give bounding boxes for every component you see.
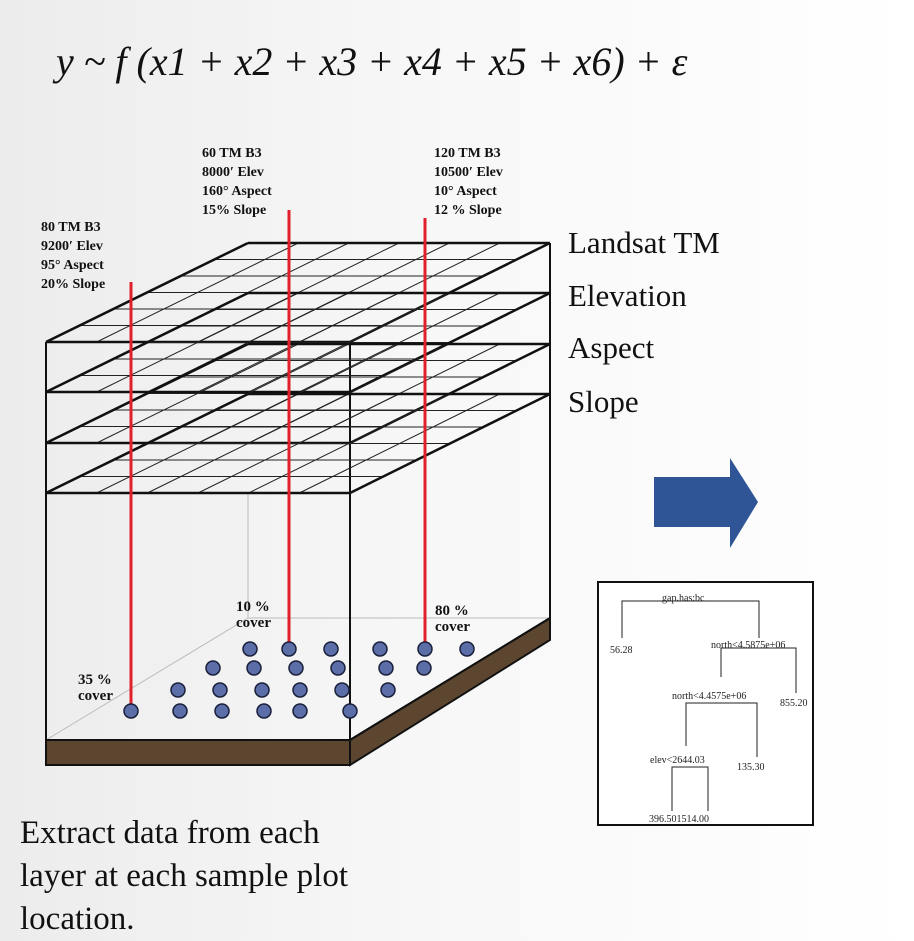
sample-plot-dot xyxy=(242,641,258,657)
sample-plot-dot xyxy=(416,660,432,676)
regression-tree-lines xyxy=(621,600,797,811)
sample-lines xyxy=(129,210,427,710)
sample-plot-dot xyxy=(170,682,186,698)
tree-leaf-135: 135.30 xyxy=(737,762,765,773)
layer-label-aspect: Aspect xyxy=(568,330,655,365)
grid-line xyxy=(349,291,551,394)
grid-line xyxy=(45,241,249,344)
tree-leaf-855: 855.20 xyxy=(780,698,808,709)
cover-pct: 35 % xyxy=(78,672,112,688)
sample-plot-dot xyxy=(123,703,139,719)
sample-plot-dot xyxy=(378,660,394,676)
sample-band: 120 TM B3 xyxy=(434,146,501,161)
sample-label-left: 80 TM B3 9200′ Elev 95° Aspect 20% Slope xyxy=(41,218,105,294)
sample-plot-dot xyxy=(380,682,396,698)
sample-aspect: 95° Aspect xyxy=(41,258,104,273)
layer-label-landsat: Landsat TM xyxy=(568,225,720,260)
caption-line: Extract data from each xyxy=(20,815,320,851)
sample-plot-dot xyxy=(342,703,358,719)
sample-plot-dot xyxy=(334,682,350,698)
sample-plot-dot xyxy=(172,703,188,719)
sample-elev: 10500′ Elev xyxy=(434,165,503,180)
cube-back-edges xyxy=(45,494,550,741)
grid-line xyxy=(45,392,249,495)
grid-line xyxy=(299,292,500,393)
cover-label-10: 10 % cover xyxy=(236,599,271,631)
tree-leaf-bottom: 396.501514.00 xyxy=(649,814,709,825)
grid-line xyxy=(299,393,500,494)
sample-plot-dot xyxy=(246,660,262,676)
layer-label-slope: Slope xyxy=(568,384,639,419)
tree-split-north-2: north<4.4575e+06 xyxy=(672,691,747,702)
regression-tree-panel: gap.has:bc 56.28 north<4.5875e+06 north<… xyxy=(597,581,814,826)
sample-band: 60 TM B3 xyxy=(202,146,262,161)
sample-plot-dot xyxy=(256,703,272,719)
sample-plot-dot xyxy=(417,641,433,657)
sample-plot-dot xyxy=(281,641,297,657)
sample-elev: 9200′ Elev xyxy=(41,239,103,254)
caption-line: location. xyxy=(20,901,135,937)
sample-plot-dot xyxy=(292,703,308,719)
caption: Extract data from each layer at each sam… xyxy=(20,812,490,941)
layer-label-elevation: Elevation xyxy=(568,278,687,313)
cover-word: cover xyxy=(236,615,271,631)
sample-plot-dot xyxy=(205,660,221,676)
tree-leaf-left: 56.28 xyxy=(610,645,633,656)
sample-plot-dot xyxy=(288,660,304,676)
sample-plot-dot xyxy=(292,682,308,698)
sample-plot-dot xyxy=(254,682,270,698)
sample-band: 80 TM B3 xyxy=(41,220,101,235)
sample-plot-dot xyxy=(459,641,475,657)
cover-pct: 10 % xyxy=(236,599,270,615)
tree-split-elev: elev<2644.03 xyxy=(650,755,705,766)
sample-slope: 15% Slope xyxy=(202,203,267,218)
cube-outline xyxy=(45,243,551,741)
sample-plot-dots xyxy=(123,641,475,719)
cover-pct: 80 % xyxy=(435,603,469,619)
tree-split-north-1: north<4.5875e+06 xyxy=(711,640,786,651)
grid-line xyxy=(45,291,249,394)
sample-aspect: 160° Aspect xyxy=(202,184,272,199)
soil-layer xyxy=(45,616,551,767)
cover-label-80: 80 % cover xyxy=(435,603,470,635)
sample-slope: 12 % Slope xyxy=(434,203,502,218)
layer-grids xyxy=(45,241,551,495)
sample-plot-dot xyxy=(323,641,339,657)
sample-aspect: 10° Aspect xyxy=(434,184,497,199)
sample-elev: 8000′ Elev xyxy=(202,165,264,180)
sample-plot-dot xyxy=(330,660,346,676)
sample-slope: 20% Slope xyxy=(41,277,106,292)
sample-plot-dot xyxy=(372,641,388,657)
sample-label-right: 120 TM B3 10500′ Elev 10° Aspect 12 % Sl… xyxy=(434,144,503,220)
sample-plot-dot xyxy=(212,682,228,698)
cover-label-35: 35 % cover xyxy=(78,672,113,704)
arrow-right-icon xyxy=(654,458,758,548)
tree-root-split: gap.has:bc xyxy=(662,593,705,604)
sample-label-middle: 60 TM B3 8000′ Elev 160° Aspect 15% Slop… xyxy=(202,144,272,220)
grid-line xyxy=(45,342,249,445)
cover-word: cover xyxy=(435,619,470,635)
grid-line xyxy=(349,392,551,495)
cover-word: cover xyxy=(78,688,113,704)
caption-line: layer at each sample plot xyxy=(20,858,349,894)
sample-plot-dot xyxy=(214,703,230,719)
model-formula: y ~ f (x1 + x2 + x3 + x4 + x5 + x6) + ε xyxy=(56,39,688,84)
